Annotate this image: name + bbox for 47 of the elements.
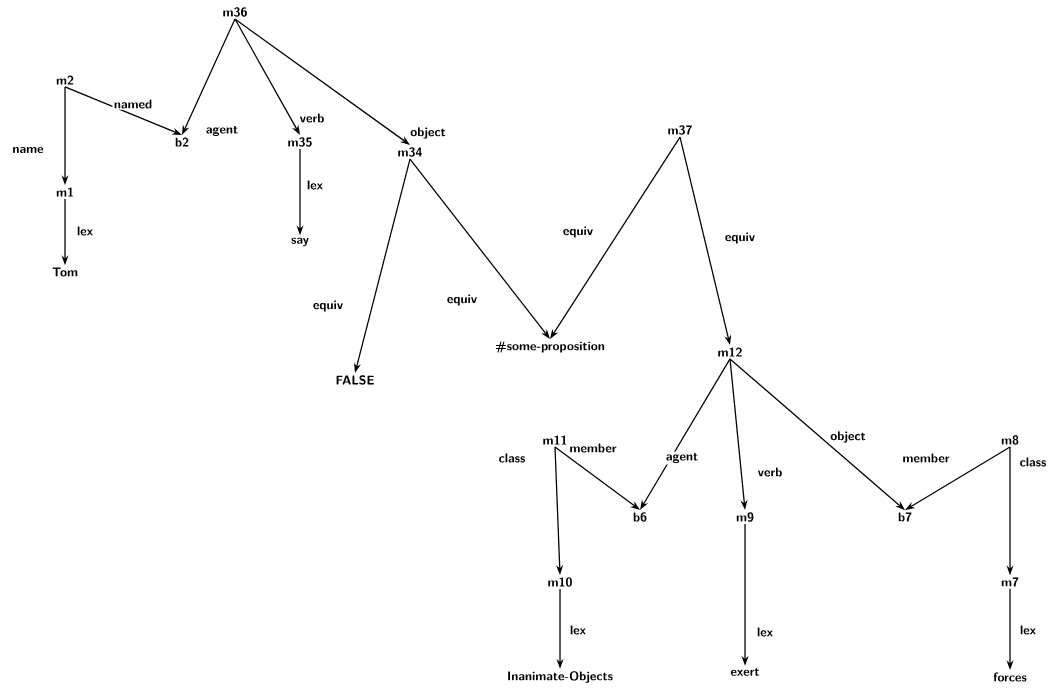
edge-label: member [568, 442, 618, 454]
node-label: Inanimate-Objects [508, 671, 613, 683]
arrow [234, 18, 410, 145]
edge-label: equiv [445, 293, 479, 307]
edge-label: name [11, 145, 45, 155]
edge-label: member [901, 452, 951, 464]
node-label: m34 [398, 147, 423, 157]
node-label: m37 [668, 125, 692, 135]
edge-label: verb [298, 112, 326, 124]
node-label: m2 [56, 75, 74, 85]
edge-label: equiv [561, 225, 595, 239]
node-label: #some-proposition [495, 341, 605, 353]
edge-label: object [828, 429, 868, 445]
node-label: m9 [736, 512, 754, 522]
arrow [550, 136, 681, 339]
node-label: b6 [633, 512, 647, 522]
edge-label: lex [1018, 624, 1038, 636]
node-label: b2 [175, 137, 189, 147]
node-label: exert [730, 668, 760, 676]
edge-label: class [1018, 456, 1048, 468]
node-label: say [291, 237, 309, 247]
edge-label: lex [568, 624, 588, 636]
node-label: m1 [56, 187, 73, 197]
edge-label: agent [204, 124, 240, 138]
node-label: FALSE [336, 375, 374, 385]
edge-label: equiv [723, 231, 757, 245]
edge-label: verb [756, 466, 784, 478]
node-label: b7 [898, 512, 912, 522]
node-label: Tom [52, 267, 78, 277]
edge-label: lex [75, 225, 95, 237]
edge-label: lex [755, 626, 775, 638]
edge-label: agent [664, 451, 700, 465]
node-label: m8 [1001, 435, 1019, 445]
arrow [409, 158, 550, 339]
edge-label: named [112, 98, 154, 110]
node-label: m11 [543, 435, 567, 445]
node-label: m36 [223, 7, 247, 17]
node-label: m10 [548, 577, 572, 587]
node-label: m35 [288, 137, 312, 147]
edge-label: object [408, 125, 448, 141]
node-label: forces [993, 672, 1027, 682]
edge-label: equiv [311, 299, 345, 313]
arrow [554, 446, 640, 510]
node-label: m7 [1001, 577, 1019, 587]
node-label: m12 [718, 347, 742, 357]
edge-label: class [497, 452, 527, 464]
edge-label: lex [305, 179, 325, 191]
